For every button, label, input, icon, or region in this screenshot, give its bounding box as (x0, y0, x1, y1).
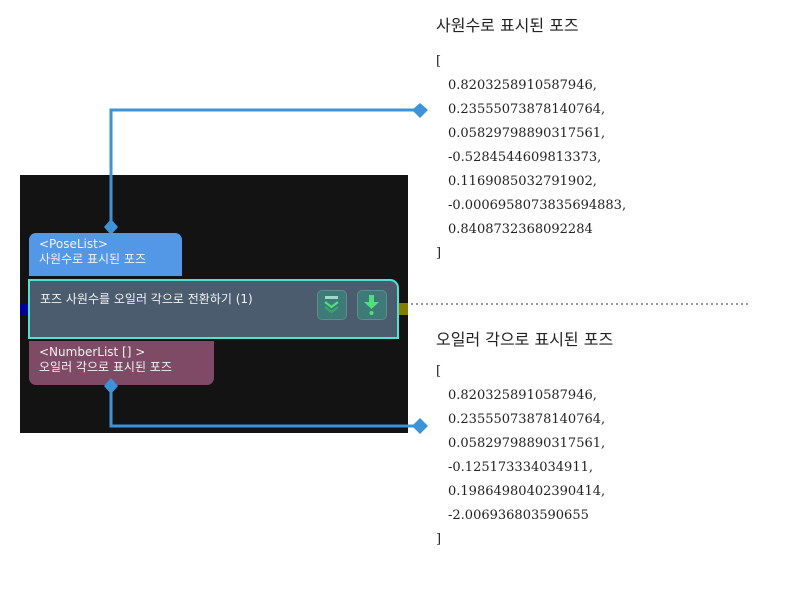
close-bracket: ] (436, 246, 442, 261)
input-port-label[interactable]: <PoseList> 사원수로 표시된 포즈 (29, 233, 182, 276)
value-item: 0.8203258910587946, (448, 388, 597, 403)
open-bracket: [ (436, 54, 442, 69)
output-port-type: <NumberList [] > (39, 345, 146, 359)
value-item: 0.19864980402390414, (448, 484, 606, 499)
value-item: -0.125173334034911, (448, 460, 593, 475)
chevron-double-down-icon (324, 296, 339, 314)
input-port-name: 사원수로 표시된 포즈 (39, 252, 146, 266)
value-item: 0.05829798890317561, (448, 126, 606, 141)
left-side-port[interactable] (20, 303, 29, 316)
output-wire (109, 386, 420, 428)
open-bracket: [ (436, 364, 442, 379)
output-port-label[interactable]: <NumberList [] > 오일러 각으로 표시된 포즈 (29, 341, 214, 385)
input-wire (109, 108, 420, 228)
input-port-type: <PoseList> (39, 237, 108, 251)
value-item: 0.23555073878140764, (448, 102, 606, 117)
close-bracket: ] (436, 532, 442, 547)
euler-values: [ 0.8203258910587946, 0.2355507387814076… (436, 360, 605, 552)
right-side-port[interactable] (399, 303, 408, 315)
step-node[interactable]: 포즈 사원수를 오일러 각으로 전환하기 (1) (28, 279, 399, 339)
input-wire-end-diamond (412, 103, 428, 118)
arrow-down-icon (364, 295, 379, 315)
value-item: 0.05829798890317561, (448, 436, 606, 451)
value-item: -0.5284544609813373, (448, 150, 602, 165)
value-item: 0.8203258910587946, (448, 78, 597, 93)
value-item: 0.8408732368092284 (448, 222, 593, 237)
run-button[interactable] (357, 290, 387, 320)
output-wire-end-diamond (412, 418, 428, 434)
value-item: 0.1169085032791902, (448, 174, 597, 189)
value-item: -0.0006958073835694883, (448, 198, 627, 213)
quaternion-panel-title: 사원수로 표시된 포즈 (436, 16, 579, 35)
node-title: 포즈 사원수를 오일러 각으로 전환하기 (1) (40, 292, 253, 306)
value-item: -2.006936803590655 (448, 508, 589, 523)
value-item: 0.23555073878140764, (448, 412, 606, 427)
euler-panel-title: 오일러 각으로 표시된 포즈 (436, 330, 614, 349)
output-port-name: 오일러 각으로 표시된 포즈 (39, 360, 172, 374)
collapse-button[interactable] (317, 290, 347, 320)
input-port-anchor[interactable] (104, 219, 118, 235)
quaternion-values: [ 0.8203258910587946, 0.2355507387814076… (436, 50, 626, 266)
